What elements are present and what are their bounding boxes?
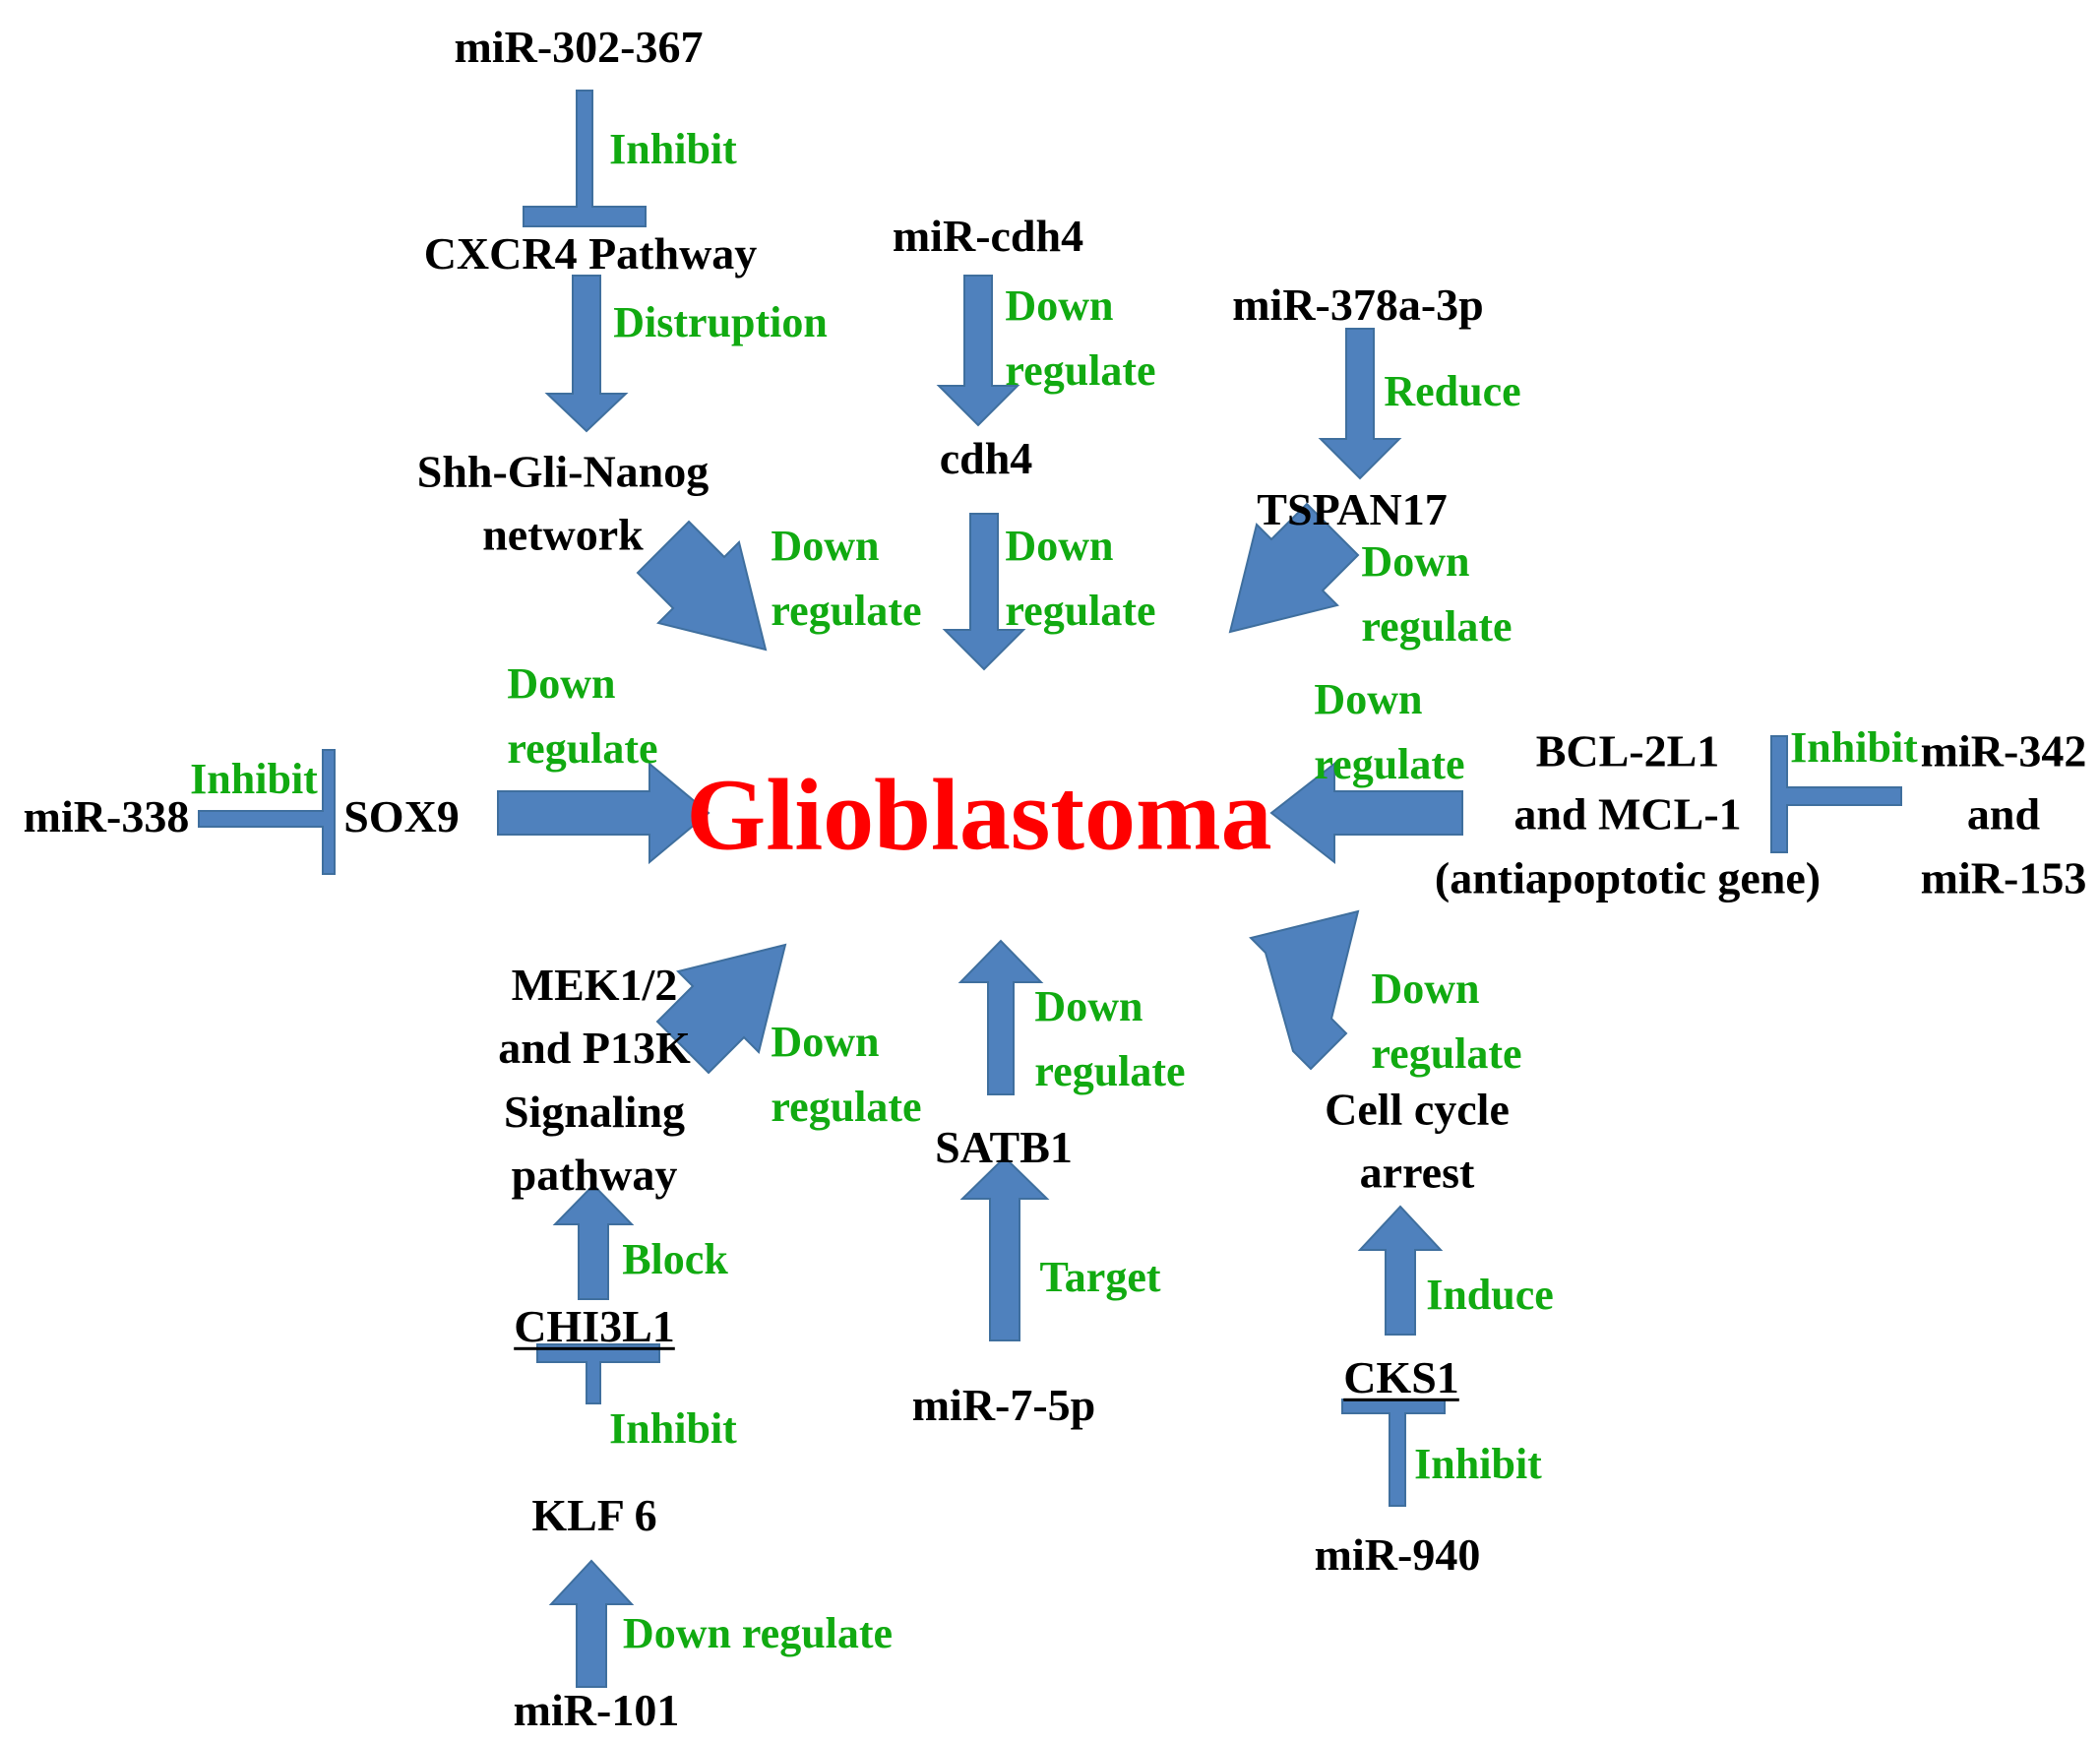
- node-cdh4: cdh4: [939, 432, 1033, 483]
- label-down-cellcycle: Down regulate: [1371, 964, 1522, 1078]
- arrow-distruption: [544, 275, 629, 433]
- label-down-bcl: Down regulate: [1314, 675, 1465, 788]
- arrow-down-bcl: [1269, 761, 1463, 865]
- label-down-satb1: Down regulate: [1034, 982, 1186, 1095]
- node-cell-cycle-arrest: Cell cycle arrest: [1325, 1084, 1510, 1198]
- label-inhibit-chi3l1: Inhibit: [609, 1404, 737, 1453]
- label-down-mek: Down regulate: [771, 1018, 922, 1131]
- node-mir-7-5p: miR-7-5p: [911, 1379, 1096, 1430]
- arrow-down-cellcycle: [1249, 909, 1360, 1071]
- node-bcl-2l1-mcl-1: BCL-2L1 and MCL-1 (antiapoptotic gene): [1434, 725, 1822, 903]
- label-down-mircdh4: Down regulate: [1005, 281, 1156, 395]
- label-induce: Induce: [1426, 1271, 1554, 1319]
- arrow-down-satb1: [957, 939, 1044, 1095]
- label-down-tspan17: Down regulate: [1361, 537, 1513, 651]
- arrow-down-mir101: [548, 1559, 635, 1688]
- label-block: Block: [622, 1235, 728, 1283]
- arrow-down-sox9: [497, 761, 710, 865]
- node-mir-cdh4: miR-cdh4: [892, 210, 1084, 261]
- arrow-down-cdh4: [942, 513, 1026, 671]
- label-inhibit-cxcr4: Inhibit: [609, 125, 737, 173]
- node-cks1: CKS1: [1343, 1351, 1459, 1402]
- node-klf6: KLF 6: [531, 1489, 657, 1540]
- arrow-target: [959, 1155, 1050, 1341]
- node-mek-p13k-pathway: MEK1/2 and P13K Signaling pathway: [498, 960, 691, 1201]
- arrow-induce: [1357, 1205, 1444, 1336]
- node-mir-940: miR-940: [1314, 1528, 1481, 1580]
- arrow-down-mek: [655, 943, 787, 1075]
- node-tspan17: TSPAN17: [1257, 483, 1448, 534]
- inhibit-bar-cks1: [1341, 1399, 1446, 1507]
- node-mir-378a-3p: miR-378a-3p: [1232, 279, 1484, 330]
- inhibit-bar-cxcr4: [523, 90, 647, 227]
- node-satb1: SATB1: [935, 1121, 1073, 1172]
- label-down-mir101: Down regulate: [622, 1609, 894, 1657]
- label-distruption: Distruption: [613, 298, 828, 346]
- arrow-down-mircdh4: [936, 275, 1020, 427]
- inhibit-bar-chi3l1: [536, 1343, 660, 1404]
- node-mir-302-367: miR-302-367: [454, 21, 704, 72]
- node-mir-101: miR-101: [513, 1684, 680, 1735]
- label-target: Target: [1039, 1253, 1161, 1301]
- node-cxcr4-pathway: CXCR4 Pathway: [423, 227, 758, 279]
- node-chi3l1: CHI3L1: [514, 1300, 675, 1351]
- arrow-block: [552, 1183, 635, 1300]
- label-down-shh: Down regulate: [771, 522, 922, 635]
- arrow-down-shh: [636, 520, 768, 652]
- node-shh-gli-nanog: Shh-Gli-Nanog network: [416, 446, 710, 560]
- node-mir-338: miR-338: [23, 790, 190, 841]
- label-inhibit-cks1: Inhibit: [1414, 1440, 1542, 1488]
- label-down-sox9: Down regulate: [507, 659, 658, 773]
- inhibit-bar-sox9: [198, 749, 336, 875]
- node-mir-342-mir-153: miR-342 and miR-153: [1920, 725, 2087, 903]
- glioblastoma-title: Glioblastoma: [686, 758, 1272, 872]
- arrow-down-tspan17: [1228, 502, 1360, 634]
- label-down-cdh4: Down regulate: [1005, 522, 1156, 635]
- arrow-reduce: [1318, 328, 1402, 480]
- inhibit-bar-bcl: [1770, 735, 1902, 853]
- label-reduce: Reduce: [1384, 367, 1521, 415]
- label-inhibit-sox9: Inhibit: [190, 755, 318, 803]
- node-sox9: SOX9: [343, 790, 460, 841]
- label-inhibit-bcl: Inhibit: [1790, 723, 1918, 772]
